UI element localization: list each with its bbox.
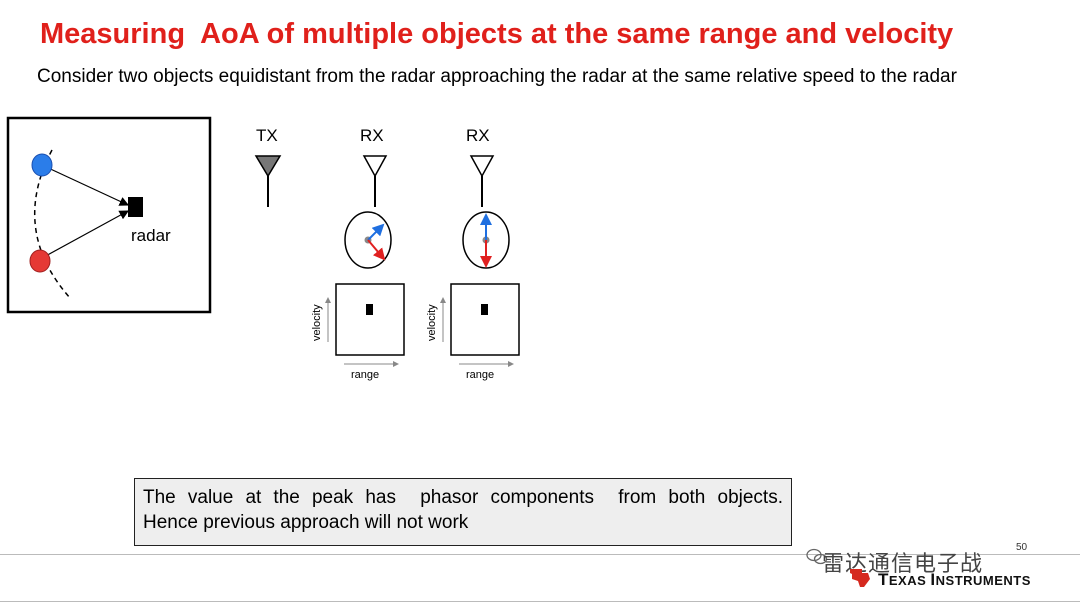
- watermark-text: 雷达通信电子战: [822, 551, 984, 576]
- slide-title: Measuring AoA of multiple objects at the…: [40, 18, 954, 50]
- red-object-path: [41, 210, 130, 259]
- tx-label: TX: [256, 126, 278, 145]
- rx1-red-phasor: [367, 239, 386, 261]
- tx-antenna: TX: [254, 126, 282, 207]
- rx1-range-label: range: [351, 369, 379, 381]
- rx2-phasor-diagram: [462, 211, 510, 269]
- texas-instruments-logo-icon: [850, 569, 870, 587]
- note-box: The value at the peak has phasor compone…: [134, 478, 792, 546]
- rx2-velocity-label: velocity: [426, 304, 438, 341]
- slide-subtitle: Consider two objects equidistant from th…: [37, 66, 957, 87]
- blue-object: [31, 153, 53, 177]
- radar-icon: [128, 197, 143, 217]
- radar-label: radar: [131, 226, 171, 245]
- rx1-blue-phasor: [367, 223, 385, 241]
- rx1-antenna: RX: [360, 126, 388, 207]
- note-line-1: The value at the peak has phasor compone…: [143, 487, 783, 508]
- note-line-2: Hence previous approach will not work: [143, 512, 469, 533]
- rx2-range-velocity-map: velocity range: [426, 283, 520, 381]
- page-number: 50: [1016, 542, 1028, 553]
- rx1-range-velocity-map: velocity range: [311, 283, 405, 381]
- rx1-peak: [366, 304, 373, 315]
- rx1-velocity-label: velocity: [311, 304, 323, 341]
- rx2-peak: [481, 304, 488, 315]
- scene-panel: radar: [6, 116, 212, 314]
- red-object: [29, 249, 51, 273]
- rx1-phasor-diagram: [344, 211, 392, 269]
- footer-band: [0, 554, 1080, 602]
- rx2-antenna: RX: [466, 126, 495, 207]
- rx1-label: RX: [360, 126, 384, 145]
- rx2-range-label: range: [466, 369, 494, 381]
- blue-object-path: [43, 165, 130, 206]
- wechat-icon: [806, 548, 828, 565]
- texas-instruments-wordmark: TEXAS INSTRUMENTS: [878, 570, 1031, 589]
- rx2-label: RX: [466, 126, 490, 145]
